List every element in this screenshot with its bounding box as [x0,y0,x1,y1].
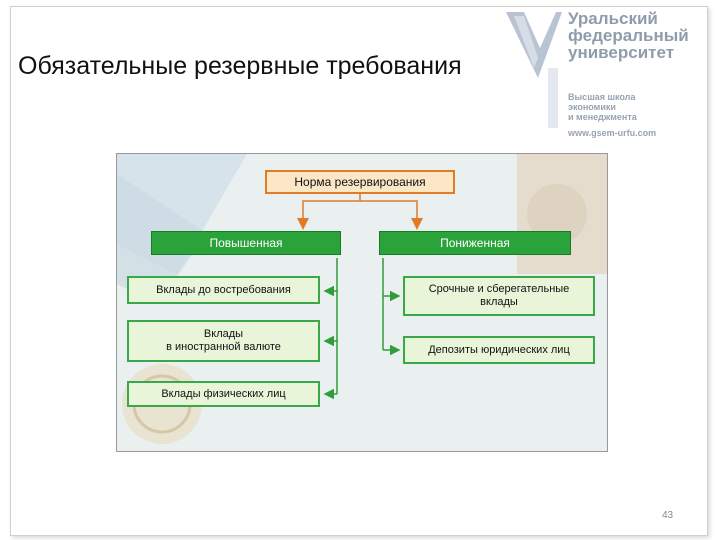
logo-sub-line-2: экономики [568,102,616,112]
item-demand-deposits: Вклады до востребования [127,276,320,304]
item-foreign-currency-deposits-label: Вклады в иностранной валюте [166,328,281,353]
item-legal-entity-deposits-label: Депозиты юридических лиц [428,343,570,356]
item-individual-deposits: Вклады физических лиц [127,381,320,407]
item-individual-deposits-label: Вклады физических лиц [161,387,286,400]
item-term-savings-deposits-label: Срочные и сберегательные вклады [428,283,570,308]
logo-url: www.gsem-urfu.com [568,128,657,138]
logo-sub-line-1: Высшая школа [568,92,636,102]
university-logo: Уральский федеральный университет Высшая… [504,8,704,148]
logo-name-line-1: Уральский [568,9,658,28]
logo-school-name: Высшая школа экономики и менеджмента [568,92,637,122]
reserve-requirements-diagram: Норма резервирования Повышенная Пониженн… [116,153,608,452]
root-box: Норма резервирования [265,170,455,194]
logo-name-line-2: федеральный [568,26,689,45]
logo-sub-line-3: и менеджмента [568,112,637,122]
page-number: 43 [662,510,674,521]
logo-name-line-3: университет [568,43,675,62]
logo-mark-icon [506,12,562,128]
slide-title: Обязательные резервные требования [18,52,462,80]
item-legal-entity-deposits: Депозиты юридических лиц [403,336,595,364]
item-foreign-currency-deposits: Вклады в иностранной валюте [127,320,320,362]
item-demand-deposits-label: Вклады до востребования [156,283,291,296]
category-decreased: Пониженная [379,231,571,255]
logo-university-name: Уральский федеральный университет [568,10,689,61]
category-increased: Повышенная [151,231,341,255]
item-term-savings-deposits: Срочные и сберегательные вклады [403,276,595,316]
